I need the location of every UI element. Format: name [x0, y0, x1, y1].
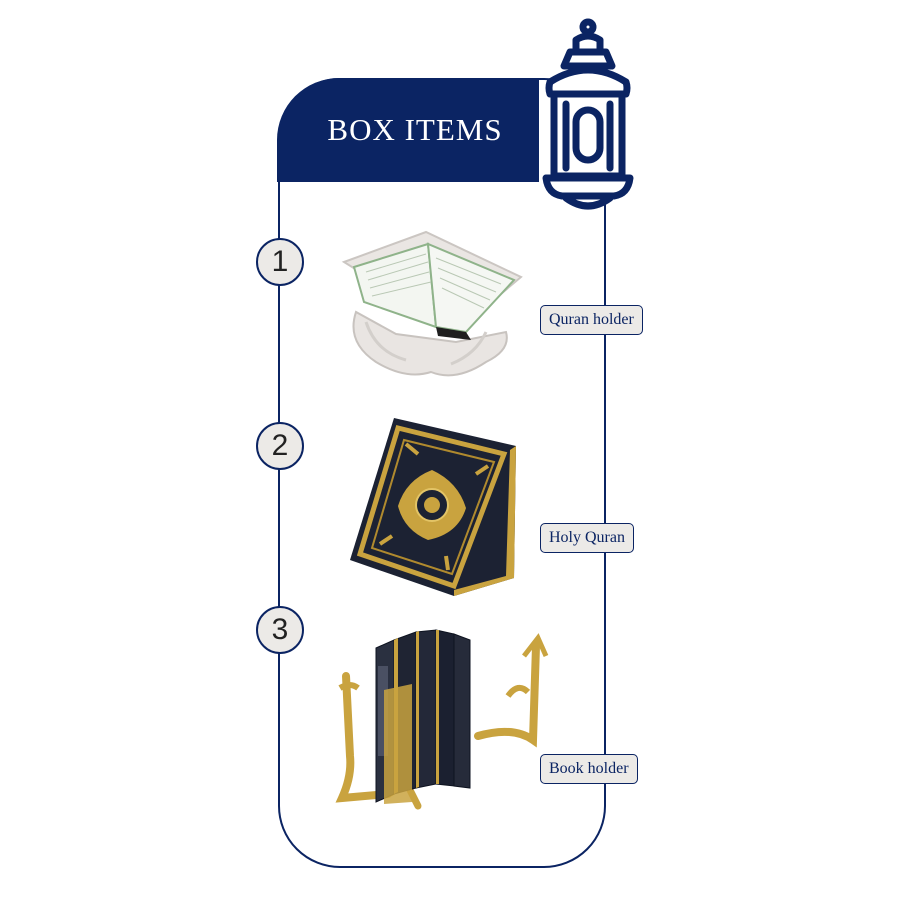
item-number-2: 2 — [256, 422, 304, 470]
book-holder-image — [335, 629, 549, 810]
page-title: BOX ITEMS — [327, 112, 503, 147]
item-label-3: Book holder — [540, 754, 638, 784]
item-number-3: 3 — [256, 606, 304, 654]
item-number-1: 1 — [256, 238, 304, 286]
card-header: BOX ITEMS — [277, 78, 539, 182]
holy-quran-book-image — [350, 418, 516, 596]
item-label-1: Quran holder — [540, 305, 643, 335]
lantern-icon — [542, 18, 634, 210]
item-label-2: Holy Quran — [540, 523, 634, 553]
quran-on-holder-image — [341, 230, 523, 377]
